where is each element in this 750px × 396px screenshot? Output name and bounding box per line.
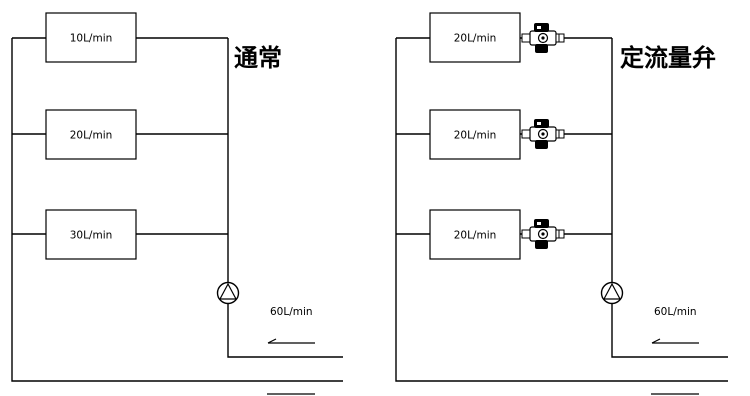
left-supply-pipe (227, 38, 343, 358)
right-load-box-1 (429, 12, 521, 63)
right-flow-label: 60L/min (654, 306, 697, 318)
right-title: 定流量弁 (620, 44, 716, 72)
normal-system-diagram: 10L/min 20L/min 30L/min 通常 60L/min (11, 12, 343, 395)
flow-direction-arrow-icon (651, 338, 699, 344)
pump-icon (216, 281, 240, 305)
left-load-box-2 (45, 109, 137, 160)
left-load-box-1 (45, 12, 137, 63)
right-return-pipe (395, 38, 728, 382)
constant-flow-valve-icon (521, 218, 565, 250)
left-load-box-3 (45, 209, 137, 260)
constant-flow-valve-icon (521, 22, 565, 54)
right-load-box-3 (429, 209, 521, 260)
left-load-label-3: 30L/min (70, 230, 113, 242)
constant-flow-valve-icon (521, 118, 565, 150)
pump-icon (600, 281, 624, 305)
left-title: 通常 (234, 44, 282, 72)
left-load-label-1: 10L/min (70, 33, 113, 45)
right-load-label-3: 20L/min (454, 230, 497, 242)
left-flow-label: 60L/min (270, 306, 313, 318)
right-supply-pipe (611, 38, 728, 358)
constant-flow-valve-diagram: 20L/min 20L/min 20L/min 定流量弁 60L/min (395, 12, 728, 395)
right-load-box-2 (429, 109, 521, 160)
right-load-label-2: 20L/min (454, 130, 497, 142)
left-return-pipe (11, 38, 343, 382)
flow-direction-arrow-icon (267, 338, 315, 344)
left-load-label-2: 20L/min (70, 130, 113, 142)
right-load-label-1: 20L/min (454, 33, 497, 45)
